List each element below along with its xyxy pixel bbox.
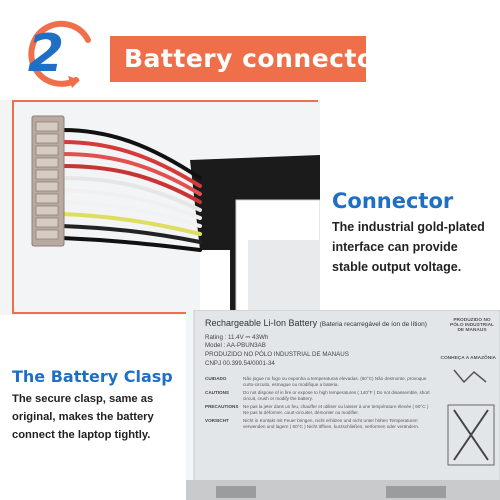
- step-number: 2: [27, 24, 65, 84]
- label-cnpj: CNPJ 00.399.54/0001-34: [205, 360, 275, 367]
- warning-text: Ne pas la jeter dans un feu, chauffer et…: [243, 404, 429, 415]
- warning-key: CAUTIONS: [205, 390, 229, 395]
- warning-row: CAUTIONS Do not dispose of in fire or ex…: [205, 390, 435, 402]
- connector-photo: [0, 100, 320, 315]
- warning-key: VORSICHT: [205, 418, 229, 423]
- connector-description: The industrial gold-plated interface can…: [332, 220, 485, 274]
- clasp-heading: The Battery Clasp: [12, 367, 173, 386]
- battery-label: Rechargeable Li-Ion Battery (Bateria rec…: [197, 312, 500, 482]
- label-title-en: Rechargeable Li-Ion Battery: [205, 318, 318, 328]
- battery-label-photo: [186, 310, 500, 500]
- title-bar: Battery connector: [110, 36, 388, 82]
- label-right-amazonia: CONHEÇA A AMAZÔNIA: [440, 356, 496, 361]
- warning-text: Nicht in Kontakt mit Feuer bringen, nich…: [243, 418, 420, 429]
- label-title-pt: (Bateria recarregável de íon de lítion): [319, 321, 427, 328]
- warning-key: PRECAUTIONS: [205, 404, 239, 409]
- warning-key: CUIDADO: [205, 376, 227, 381]
- warning-row: PRECAUTIONS Ne pas la jeter dans un feu,…: [205, 404, 435, 416]
- warning-text: Do not dispose of in fire or expose to h…: [243, 390, 430, 401]
- connector-heading: Connector: [332, 189, 454, 213]
- label-rating: Rating : 11.4V ⎓ 43Wh: [205, 334, 269, 341]
- step-badge: [28, 18, 98, 88]
- clasp-description: The secure clasp, same as original, make…: [12, 393, 154, 441]
- label-title: Rechargeable Li-Ion Battery (Bateria rec…: [205, 318, 427, 328]
- warning-row: VORSICHT Nicht in Kontakt mit Feuer brin…: [205, 418, 435, 430]
- warning-text: Não jogue no fogo ou exponha a temperatu…: [243, 376, 427, 387]
- warning-list: CUIDADO Não jogue no fogo ou exponha a t…: [205, 376, 435, 432]
- warning-row: CUIDADO Não jogue no fogo ou exponha a t…: [205, 376, 435, 388]
- page-title: Battery connector: [124, 44, 388, 73]
- label-model: Model : AA-PBUN3AB: [205, 342, 266, 349]
- label-right-origin: PRODUZIDO NO PÓLO INDUSTRIAL DE MANAUS: [450, 318, 494, 333]
- circular-arrow-icon: [28, 20, 91, 88]
- label-origin: PRODUZIDO NO PÓLO INDUSTRIAL DE MANAUS: [205, 351, 349, 358]
